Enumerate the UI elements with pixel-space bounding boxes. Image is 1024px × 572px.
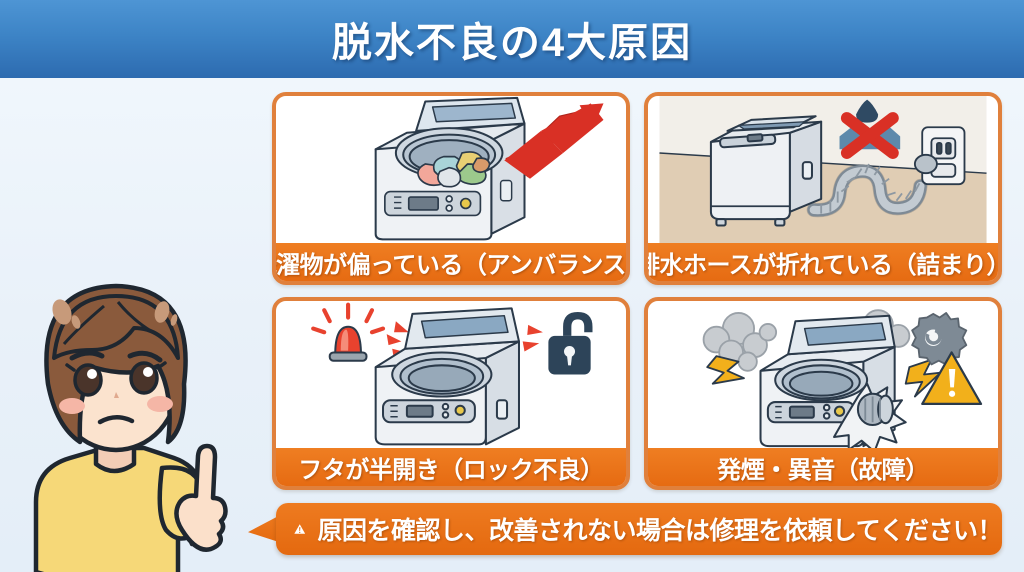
washing-machine-open-with-unbalanced-laundry-illustration — [276, 96, 626, 243]
washing-machine-emitting-smoke-illustration — [648, 301, 998, 448]
red-alarm-light-icon — [311, 302, 386, 362]
card-caption-text: 洗濯物が偏っている（アンバランス） — [272, 251, 630, 279]
warning-triangle-icon — [921, 351, 983, 406]
red-x-icon — [839, 99, 901, 159]
washing-machine-with-kinked-drain-hose-illustration — [648, 96, 998, 243]
card-caption-bar: 洗濯物が偏っている（アンバランス） — [276, 243, 626, 281]
page-title: 脱水不良の4大原因 — [331, 21, 693, 65]
card-caption-text: フタが半開き（ロック不良） — [298, 456, 604, 484]
card-caption-text: 発煙・異音（故障） — [717, 456, 929, 484]
banner-text: 原因を確認し、改善されない場合は修理を依頼してください！ — [317, 517, 1002, 545]
pointing-woman-illustration — [0, 262, 262, 572]
washing-machine-with-open-lid-illustration — [276, 301, 626, 448]
water-drop-icon — [856, 99, 879, 123]
card-smoke-abnormal-noise[interactable]: 発煙・異音（故障） — [644, 297, 1002, 490]
unlocked-padlock-icon — [548, 312, 593, 375]
motor-failure-icon — [833, 382, 907, 448]
page-header: 脱水不良の4大原因 — [0, 0, 1024, 78]
card-caption-bar: フタが半開き（ロック不良） — [276, 448, 626, 486]
card-lid-half-open[interactable]: フタが半開き（ロック不良） — [272, 297, 630, 490]
warning-triangle-icon — [294, 524, 306, 534]
card-caption-bar: 排水ホースが折れている（詰まり） — [648, 243, 998, 281]
card-kinked-drain-hose[interactable]: 排水ホースが折れている（詰まり） — [644, 92, 1002, 285]
call-to-action-banner[interactable]: 原因を確認し、改善されない場合は修理を依頼してください！ — [248, 503, 1002, 555]
card-caption-bar: 発煙・異音（故障） — [648, 448, 998, 486]
card-caption-text: 排水ホースが折れている（詰まり） — [644, 251, 1002, 279]
causes-grid: 洗濯物が偏っている（アンバランス） — [272, 92, 1002, 490]
card-unbalanced-laundry[interactable]: 洗濯物が偏っている（アンバランス） — [272, 92, 630, 285]
banner-body: 原因を確認し、改善されない場合は修理を依頼してください！ — [276, 503, 1002, 555]
gear-icon — [911, 312, 968, 366]
red-arrow-icon — [504, 103, 604, 179]
